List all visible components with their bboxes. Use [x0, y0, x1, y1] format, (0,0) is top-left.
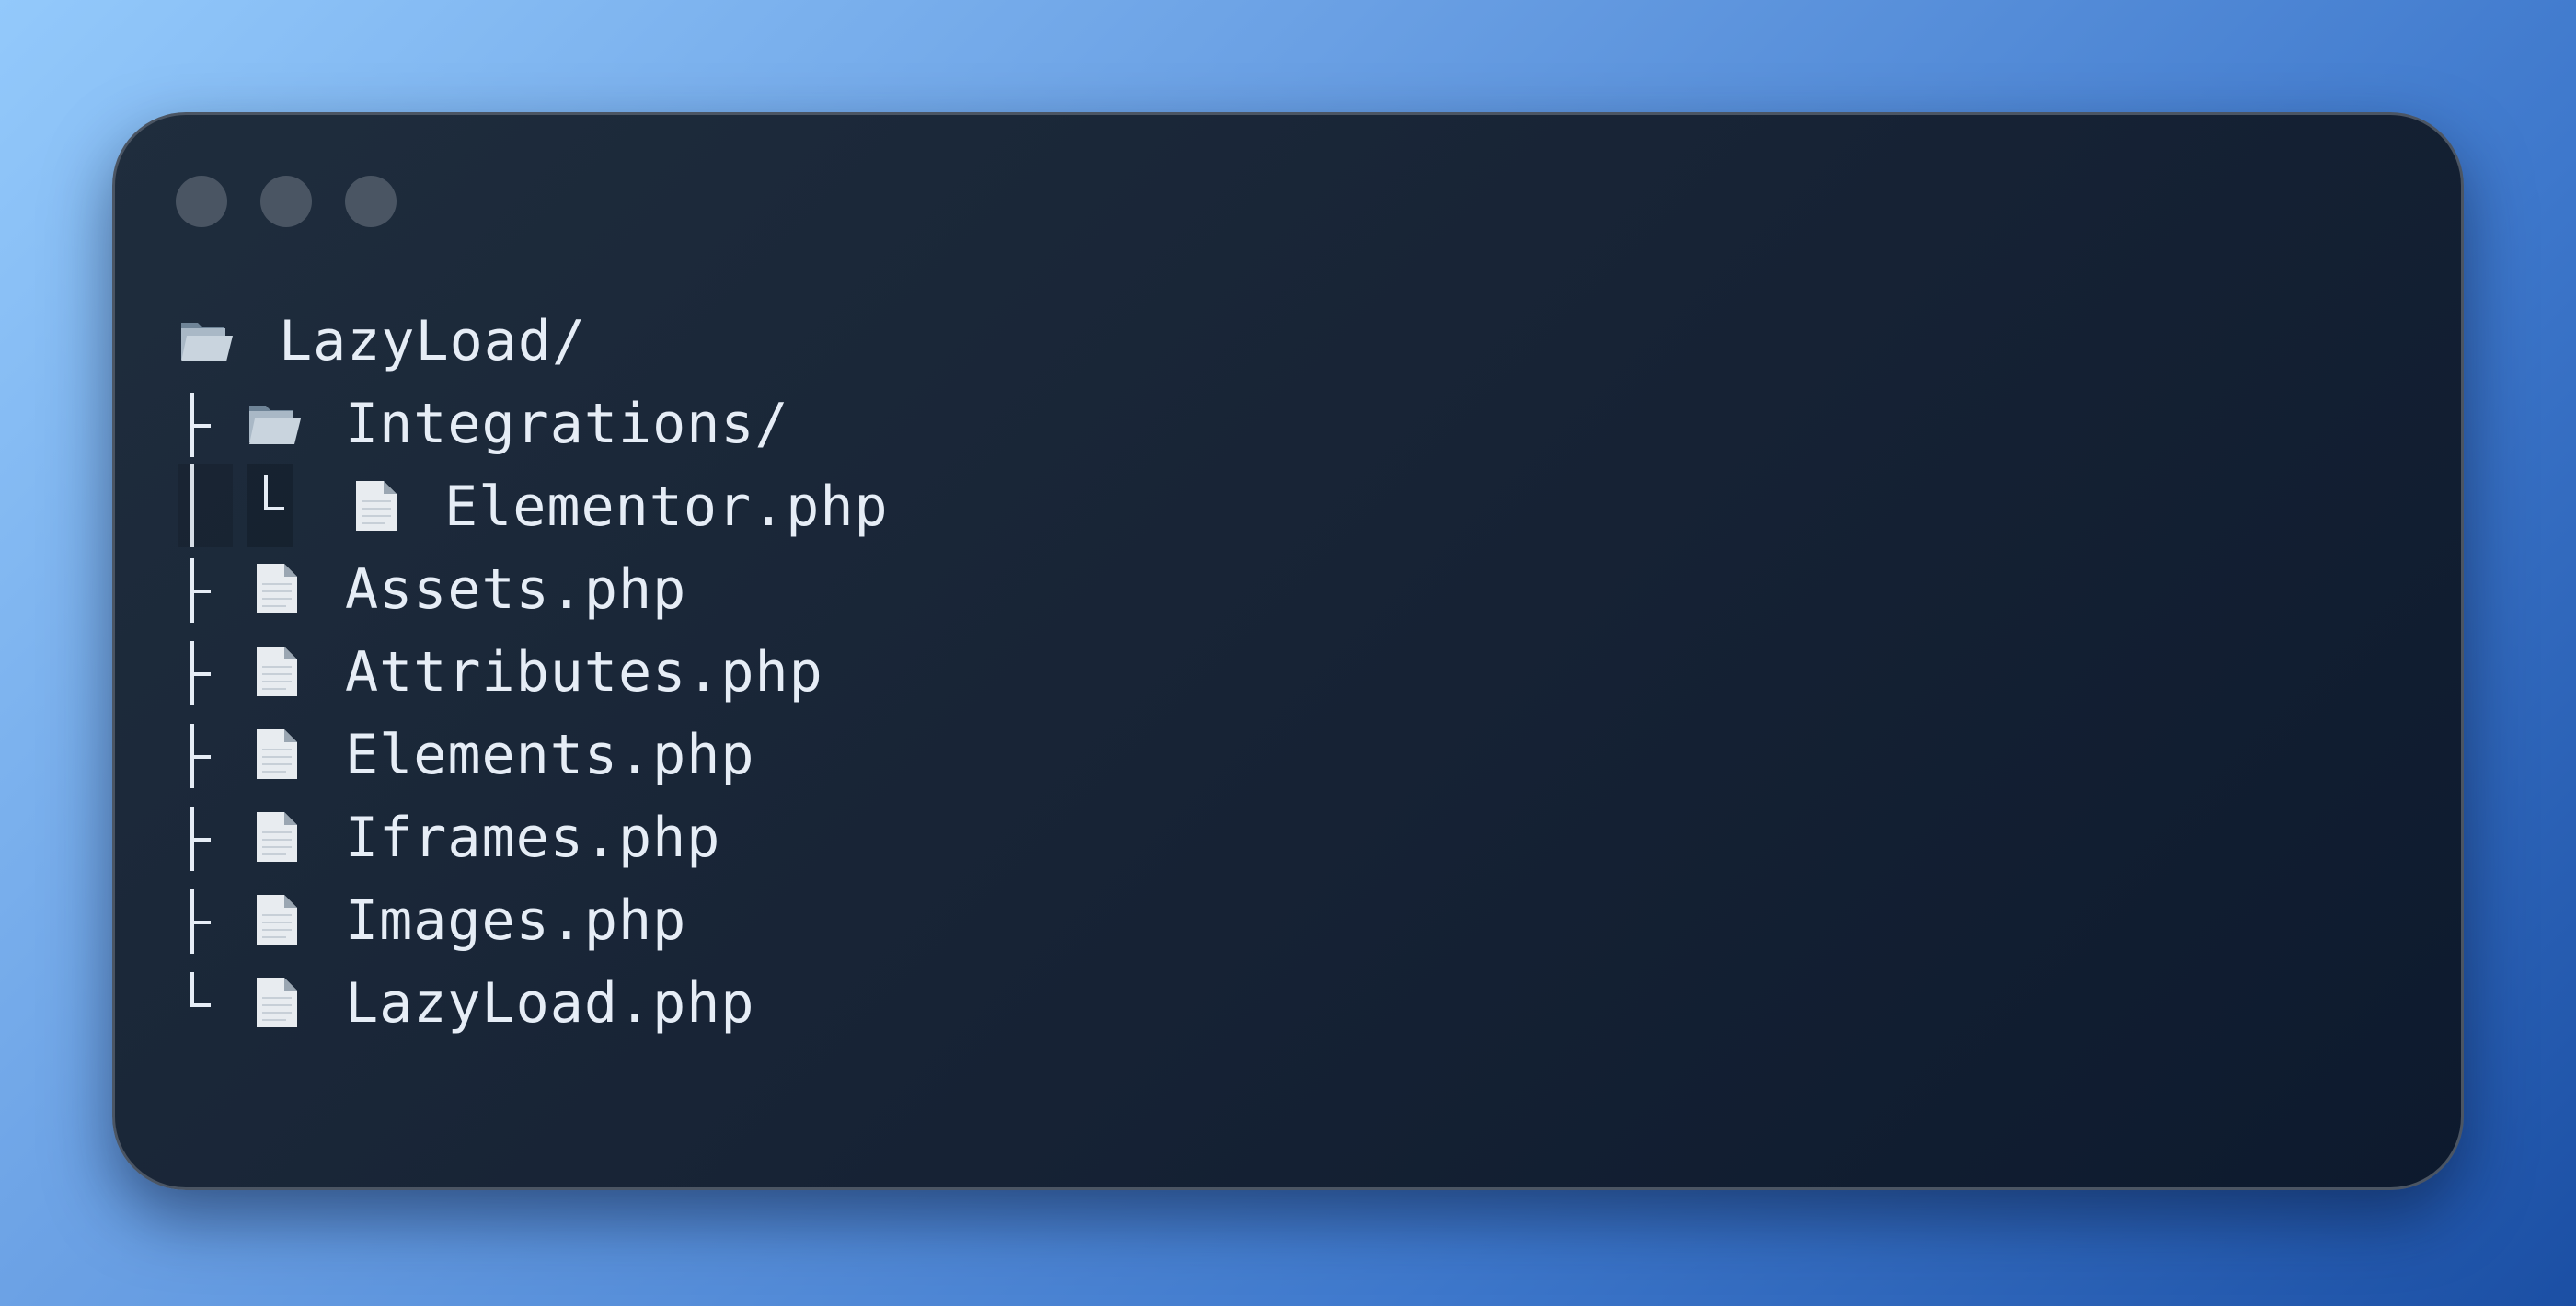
- code-window: LazyLoad/ Integrations/ Elementor.php: [112, 112, 2464, 1190]
- tree-connector-pipe: [178, 464, 233, 547]
- tree-connector-elbow: [178, 961, 214, 1044]
- tree-item-label: Integrations/: [345, 392, 789, 456]
- tree-connector-tee: [178, 630, 214, 713]
- tree-item-label: Assets.php: [345, 557, 687, 622]
- tree-connector-tee: [178, 796, 214, 878]
- open-folder-icon: [181, 323, 233, 361]
- tree-item-label: LazyLoad.php: [345, 971, 755, 1036]
- tree-item-label: Elementor.php: [444, 475, 889, 539]
- file-icon: [257, 812, 297, 862]
- tree-connector-tee: [178, 713, 214, 796]
- file-icon: [257, 564, 297, 613]
- file-icon: [257, 978, 297, 1027]
- tree-item-label: Images.php: [345, 888, 687, 953]
- file-icon: [257, 647, 297, 696]
- window-controls: [176, 176, 397, 227]
- tree-item-label: Attributes.php: [345, 640, 823, 705]
- file-icon: [257, 729, 297, 779]
- tree-connector-tee: [178, 382, 214, 464]
- tree-connector-tee: [178, 878, 214, 961]
- tree-connector-tee: [178, 547, 214, 630]
- file-icon: [257, 895, 297, 945]
- maximize-dot[interactable]: [345, 176, 397, 227]
- minimize-dot[interactable]: [260, 176, 312, 227]
- tree-item-label: Elements.php: [345, 723, 755, 787]
- close-dot[interactable]: [176, 176, 227, 227]
- tree-item-label: Iframes.php: [345, 806, 721, 870]
- file-icon: [356, 481, 397, 531]
- tree-root-label: LazyLoad/: [279, 309, 587, 373]
- open-folder-icon: [249, 406, 301, 444]
- tree-connector-elbow: [247, 464, 293, 547]
